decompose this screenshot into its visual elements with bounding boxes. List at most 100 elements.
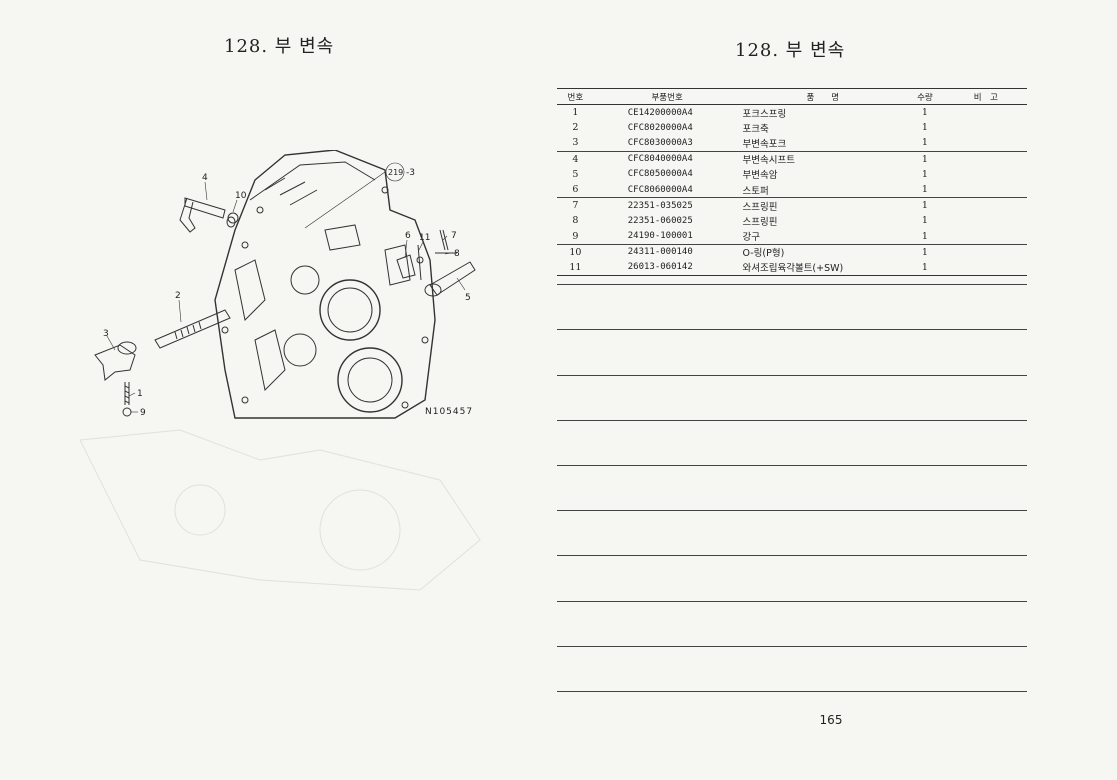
ref-circle-number: 219 xyxy=(388,168,403,177)
callout-10: 10 xyxy=(235,191,247,201)
o-ring-drawing xyxy=(226,216,236,228)
blank-row-line xyxy=(557,375,1027,376)
row-name: 스프링핀 xyxy=(742,216,778,228)
table-row: 4 CFC8040000A4 부변속시프트 1 xyxy=(557,151,1027,167)
row-no: 6 xyxy=(557,181,594,199)
parts-list-table: 번호 부품번호 품 명 수량 비 고 1 CE14200000A4 포크스프링 … xyxy=(557,88,1027,277)
shift-fork-drawing xyxy=(94,341,137,381)
row-remarks xyxy=(945,198,1027,214)
row-part-number: CFC8030000A3 xyxy=(593,135,741,152)
row-no: 3 xyxy=(557,135,594,152)
row-no: 4 xyxy=(572,153,579,165)
row-remarks xyxy=(945,151,1027,167)
header-name: 품 명 xyxy=(740,88,906,105)
bleed-through-shadow xyxy=(60,420,500,600)
callout-5: 5 xyxy=(465,293,471,303)
row-qty: 1 xyxy=(905,259,945,277)
blank-row-line xyxy=(557,601,1027,602)
row-name: 스프링핀 xyxy=(742,201,778,213)
row-name: 포크축 xyxy=(742,123,769,135)
callout-3: 3 xyxy=(103,329,109,339)
row-qty: 1 xyxy=(905,228,945,245)
row-part-number: CFC8050000A4 xyxy=(627,169,693,180)
row-part-number: 26013-060142 xyxy=(593,259,741,277)
row-remarks xyxy=(945,120,1027,135)
row-remarks xyxy=(944,135,1027,152)
callout-7: 7 xyxy=(451,231,457,241)
diagram-code: N105457 xyxy=(425,407,473,417)
row-no: 10 xyxy=(569,246,582,258)
row-part-number: CFC8020000A4 xyxy=(627,122,693,133)
row-part-number: CFC8040000A4 xyxy=(627,154,693,165)
row-name: 부변속암 xyxy=(742,170,778,182)
row-part-number: CE14200000A4 xyxy=(627,107,693,118)
callout-4: 4 xyxy=(202,173,208,183)
row-remarks xyxy=(945,167,1027,182)
row-remarks xyxy=(945,213,1027,228)
shift-lever-drawing xyxy=(179,197,239,233)
row-remarks xyxy=(945,244,1027,260)
page-title-left: 128. 부 변속 xyxy=(224,36,335,57)
table-row: 3 CFC8030000A3 부변속포크 1 xyxy=(557,135,1027,152)
row-no: 5 xyxy=(572,168,579,180)
table-row: 9 24190-100001 강구 1 xyxy=(557,228,1027,245)
table-row: 10 24311-000140 O-링(P형) 1 xyxy=(557,244,1027,260)
row-part-number: 24311-000140 xyxy=(627,247,693,258)
row-qty: 1 xyxy=(921,246,928,258)
header-no: 번호 xyxy=(557,88,594,105)
exploded-parts-diagram: 4 10 6 11 7 8 5 2 3 1 9 219 -3 N105457 xyxy=(85,149,485,430)
row-part-number: 22351-035025 xyxy=(627,200,693,211)
header-part-number: 부품번호 xyxy=(593,88,741,105)
row-qty: 1 xyxy=(921,200,928,212)
gearbox-housing-drawing xyxy=(214,149,436,419)
row-remarks xyxy=(944,228,1027,245)
table-row: 1 CE14200000A4 포크스프링 1 xyxy=(557,105,1027,121)
row-no: 9 xyxy=(557,228,594,245)
fork-shaft-drawing xyxy=(154,309,231,349)
callout-6: 6 xyxy=(405,231,411,241)
table-header-row: 번호 부품번호 품 명 수량 비 고 xyxy=(557,88,1027,105)
row-name: 부변속포크 xyxy=(740,135,906,152)
row-remarks xyxy=(944,259,1027,277)
callout-9: 9 xyxy=(140,408,146,418)
row-no: 11 xyxy=(557,259,594,277)
row-remarks xyxy=(945,105,1027,121)
blank-row-line xyxy=(557,555,1027,556)
blank-row-line xyxy=(557,284,1027,285)
row-qty: 1 xyxy=(921,122,928,134)
page-title-right: 128. 부 변속 xyxy=(735,40,846,61)
callout-2: 2 xyxy=(175,291,181,301)
table-row: 8 22351-060025 스프링핀 1 xyxy=(557,213,1027,228)
table-row: 2 CFC8020000A4 포크축 1 xyxy=(557,120,1027,135)
table-row: 7 22351-035025 스프링핀 1 xyxy=(557,198,1027,214)
row-qty: 1 xyxy=(921,107,928,119)
row-name: 포크스프링 xyxy=(742,108,787,120)
ref-label: -3 xyxy=(406,168,415,178)
table-row: 11 26013-060142 와셔조립육각볼트(+SW) 1 xyxy=(557,259,1027,277)
callout-8: 8 xyxy=(454,249,460,259)
spring-ball-drawing xyxy=(122,382,132,417)
row-qty: 1 xyxy=(905,135,945,152)
row-qty: 1 xyxy=(905,181,945,199)
row-qty: 1 xyxy=(921,153,928,165)
row-remarks xyxy=(944,181,1027,199)
blank-row-line xyxy=(557,465,1027,466)
row-name: 강구 xyxy=(740,228,906,245)
right-page: 128. 부 변속 번호 부품번호 품 명 수량 비 고 1 CE1420000… xyxy=(545,0,1117,780)
page-number: 165 xyxy=(819,713,843,727)
row-name: 스토퍼 xyxy=(740,181,906,199)
blank-row-line xyxy=(557,329,1027,330)
row-name: O-링(P형) xyxy=(742,248,785,260)
row-no: 2 xyxy=(572,122,579,134)
row-no: 8 xyxy=(572,215,579,227)
row-qty: 1 xyxy=(921,168,928,180)
blank-row-line xyxy=(557,646,1027,647)
table-row: 5 CFC8050000A4 부변속암 1 xyxy=(557,167,1027,182)
row-name: 와셔조립육각볼트(+SW) xyxy=(740,259,906,277)
blank-row-line xyxy=(557,510,1027,511)
row-part-number: CFC8060000A4 xyxy=(593,181,741,199)
row-name: 부변속시프트 xyxy=(742,155,795,167)
shift-arm-drawing xyxy=(396,229,476,297)
callout-11: 11 xyxy=(419,233,430,243)
row-qty: 1 xyxy=(921,215,928,227)
